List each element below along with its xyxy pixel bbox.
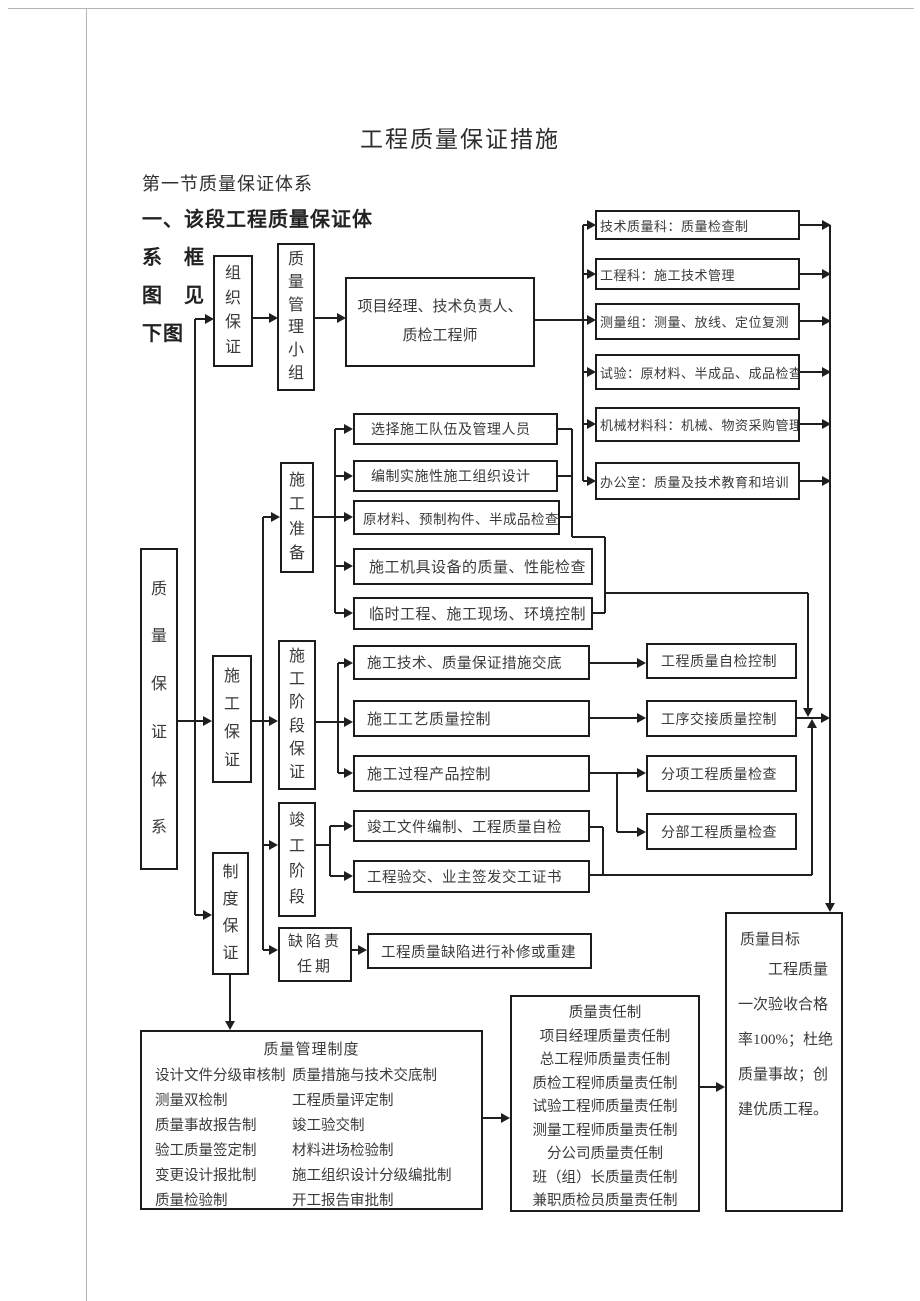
box-prep-equipment-check: 施工机具设备的质量、性能检查 bbox=[353, 548, 593, 585]
scan-edge-top bbox=[8, 8, 914, 9]
box-dept-survey: 测量组：测量、放线、定位复测 bbox=[595, 303, 800, 340]
qms-row: 变更设计报批制 施工组织设计分级编批制 bbox=[155, 1168, 452, 1184]
box-completion-documents: 竣工文件编制、工程质量自检 bbox=[353, 810, 590, 842]
intro-text-line-1: 一、该段工程质量保证体 bbox=[142, 209, 373, 231]
box-dept-machinery-material: 机械材料科：机械、物资采购管理 bbox=[595, 407, 800, 442]
box-construction-stage-guarantee: 施工阶段保证 bbox=[278, 640, 316, 790]
box-dept-test: 试验：原材料、半成品、成品检查 bbox=[595, 354, 800, 390]
box-construction-preparation-label: 施工准备 bbox=[288, 471, 305, 563]
box-construction-stage-guarantee-label: 施工阶段保证 bbox=[288, 648, 305, 781]
quality-management-system-rows: 设计文件分级审核制 质量措施与技术交底制 测量双检制 工程质量评定制 质量事故报… bbox=[142, 1059, 481, 1214]
box-dept-office: 办公室：质量及技术教育和培训 bbox=[595, 462, 800, 500]
box-quality-assurance-system-label: 质量保证体系 bbox=[150, 580, 167, 837]
box-prep-organization-design: 编制实施性施工组织设计 bbox=[353, 460, 558, 492]
box-completion-stage-label: 竣工阶段 bbox=[288, 812, 305, 906]
box-organization-guarantee: 组织保证 bbox=[213, 255, 253, 367]
qms-row: 测量双检制 工程质量评定制 bbox=[155, 1093, 394, 1109]
box-stage-product-control: 施工过程产品控制 bbox=[353, 755, 590, 792]
box-institution-guarantee-label: 制度保证 bbox=[222, 864, 239, 962]
box-quality-management-group-label: 质量管理小组 bbox=[287, 250, 304, 383]
box-ctrl-subitem-check: 分项工程质量检查 bbox=[646, 755, 797, 792]
box-institution-guarantee: 制度保证 bbox=[212, 852, 249, 975]
box-ctrl-subdivision-check: 分部工程质量检查 bbox=[646, 813, 797, 850]
intro-text-line-3: 图 见 bbox=[142, 285, 205, 307]
box-quality-assurance-system: 质量保证体系 bbox=[140, 548, 178, 870]
section-heading: 第一节质量保证体系 bbox=[142, 174, 313, 194]
responsibility-item: 兼职质检员质量责任制 bbox=[532, 1193, 678, 1209]
scan-edge-left bbox=[86, 8, 87, 1301]
responsibility-item: 试验工程师质量责任制 bbox=[532, 1099, 678, 1115]
box-organization-guarantee-label: 组织保证 bbox=[224, 264, 241, 357]
box-prep-select-team: 选择施工队伍及管理人员 bbox=[353, 413, 558, 445]
box-dept-tech-quality: 技术质量科：质量检查制 bbox=[595, 210, 800, 240]
qms-row: 验工质量签定制 材料进场检验制 bbox=[155, 1143, 394, 1159]
quality-goal-title: 质量目标 bbox=[740, 932, 801, 948]
box-stage-tech-disclosure: 施工技术、质量保证措施交底 bbox=[353, 645, 590, 680]
box-defect-liability-period: 缺陷责任期 bbox=[278, 927, 352, 982]
box-completion-handover: 工程验交、业主签发交工证书 bbox=[353, 860, 590, 893]
qms-row: 质量事故报告制 竣工验交制 bbox=[155, 1118, 365, 1134]
page-title: 工程质量保证措施 bbox=[360, 127, 560, 152]
box-project-leaders: 项目经理、技术负责人、质检工程师 bbox=[345, 277, 535, 367]
responsibility-item: 分公司质量责任制 bbox=[547, 1146, 663, 1162]
responsibility-item: 质检工程师质量责任制 bbox=[532, 1075, 678, 1092]
box-completion-stage: 竣工阶段 bbox=[278, 802, 316, 917]
box-defect-repair: 工程质量缺陷进行补修或重建 bbox=[367, 933, 592, 969]
box-stage-process-quality: 施工工艺质量控制 bbox=[353, 700, 590, 737]
responsibility-item: 总工程师质量责任制 bbox=[539, 1052, 671, 1068]
box-quality-management-group: 质量管理小组 bbox=[277, 243, 315, 391]
intro-text-line-4: 下图 bbox=[142, 323, 184, 345]
box-prep-temporary-works: 临时工程、施工现场、环境控制 bbox=[353, 597, 593, 630]
box-quality-goal: 质量目标 工程质量一次验收合格率100%；杜绝质量事故；创建优质工程。 bbox=[725, 912, 843, 1212]
responsibility-item: 测量工程师质量责任制 bbox=[532, 1122, 678, 1139]
box-construction-guarantee-label: 施工保证 bbox=[223, 668, 240, 769]
qms-row: 质量检验制 开工报告审批制 bbox=[155, 1193, 394, 1209]
box-dept-engineering: 工程科：施工技术管理 bbox=[595, 258, 800, 290]
box-prep-material-check: 原材料、预制构件、半成品检查 bbox=[353, 500, 560, 535]
intro-text-line-2: 系 框 bbox=[142, 247, 205, 269]
responsibility-title: 质量责任制 bbox=[568, 1005, 642, 1021]
box-construction-preparation: 施工准备 bbox=[280, 462, 314, 573]
quality-goal-body: 工程质量一次验收合格率100%；杜绝质量事故；创建优质工程。 bbox=[738, 962, 833, 1118]
qms-row: 设计文件分级审核制 质量措施与技术交底制 bbox=[155, 1068, 437, 1084]
responsibility-item: 项目经理质量责任制 bbox=[539, 1028, 671, 1045]
responsibility-item: 班（组）长质量责任制 bbox=[532, 1169, 678, 1186]
quality-management-system-title: 质量管理制度 bbox=[263, 1042, 360, 1058]
box-quality-management-system: 质量管理制度 设计文件分级审核制 质量措施与技术交底制 测量双检制 工程质量评定… bbox=[140, 1030, 483, 1210]
box-quality-responsibility-system: 质量责任制 项目经理质量责任制 总工程师质量责任制 质检工程师质量责任制 试验工… bbox=[510, 995, 700, 1212]
box-ctrl-handover-quality: 工序交接质量控制 bbox=[646, 700, 797, 737]
box-ctrl-self-inspection: 工程质量自检控制 bbox=[646, 643, 797, 679]
box-construction-guarantee: 施工保证 bbox=[212, 655, 252, 783]
